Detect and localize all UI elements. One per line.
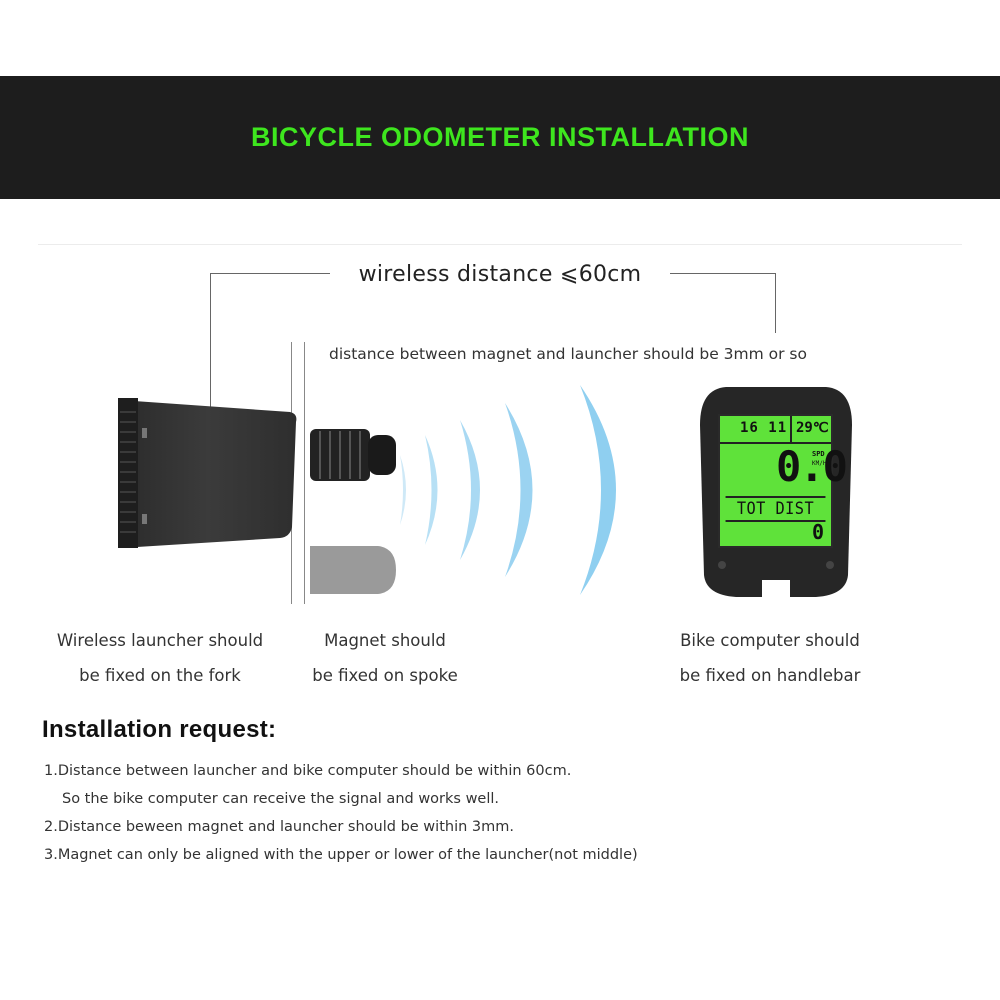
installation-list: 1.Distance between launcher and bike com… <box>44 757 638 869</box>
lcd-separator <box>790 416 792 442</box>
computer-caption: Bike computer should be fixed on handleb… <box>660 623 880 693</box>
sensor-cap-image <box>310 429 396 481</box>
bracket-left-horizontal <box>210 273 340 274</box>
installation-item-1: 1.Distance between launcher and bike com… <box>44 763 572 779</box>
lcd-temperature: 29℃ <box>796 420 829 436</box>
lcd-speed-label: SPD <box>812 450 825 458</box>
divider <box>38 244 962 245</box>
lcd-top-row: 16 11 29℃ <box>720 416 831 444</box>
lcd-time: 16 11 <box>740 420 788 436</box>
lcd-distance: 0 <box>812 520 825 544</box>
lcd-display: 16 11 29℃ 0.0 SPD KM/H TOT DIST 0 <box>718 414 848 548</box>
lcd-mode: TOT DIST <box>725 496 826 522</box>
bracket-left-vertical <box>210 273 211 413</box>
wireless-distance-label: wireless distance ⩽60cm <box>330 262 670 287</box>
wireless-launcher-image <box>118 398 297 548</box>
fork-line-right <box>304 342 305 604</box>
lcd-speed: 0.0 <box>776 442 848 491</box>
header-banner: BICYCLE ODOMETER INSTALLATION <box>0 76 1000 199</box>
magnet-caption: Magnet should be fixed on spoke <box>295 623 475 693</box>
magnet-image <box>310 546 396 594</box>
launcher-caption: Wireless launcher should be fixed on the… <box>40 623 280 693</box>
computer-caption-line1: Bike computer should <box>680 631 860 650</box>
magnet-distance-note: distance between magnet and launcher sho… <box>329 345 807 363</box>
installation-heading: Installation request: <box>42 716 277 743</box>
magnet-caption-line1: Magnet should <box>324 631 446 650</box>
launcher-caption-line2: be fixed on the fork <box>79 666 241 685</box>
launcher-caption-line1: Wireless launcher should <box>56 631 264 650</box>
computer-caption-line2: be fixed on handlebar <box>679 666 861 685</box>
installation-item-3: 3.Magnet can only be aligned with the up… <box>44 847 638 863</box>
banner-title: BICYCLE ODOMETER INSTALLATION <box>251 122 749 152</box>
installation-item-2: 2.Distance beween magnet and launcher sh… <box>44 819 514 835</box>
bracket-right-horizontal <box>665 273 775 274</box>
bracket-right-vertical <box>775 273 776 333</box>
signal-waves-icon <box>400 385 616 595</box>
magnet-caption-line2: be fixed on spoke <box>312 666 458 685</box>
installation-item-1-cont: So the bike computer can receive the sig… <box>62 791 500 807</box>
lcd-speed-unit: KM/H <box>812 460 827 467</box>
